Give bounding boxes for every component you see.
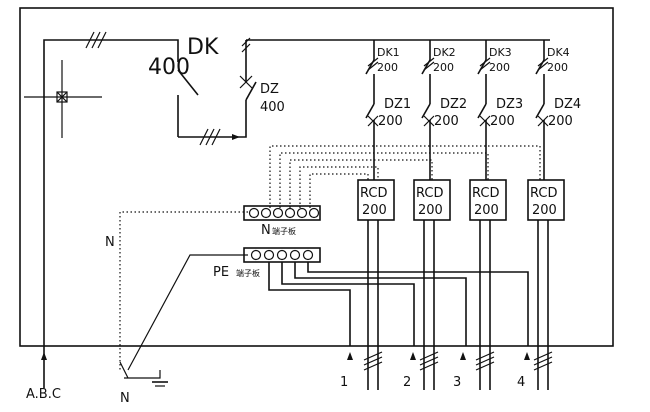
rcd-name: RCD: [530, 186, 557, 201]
branch-switch-name: DK4: [547, 46, 570, 59]
n-block-prefix: N: [261, 223, 271, 238]
branch-breaker-rating: 200: [490, 114, 515, 129]
rcd-name: RCD: [472, 186, 499, 201]
n-block-label: 端子板: [272, 226, 296, 236]
crosshair-mark: [24, 60, 102, 138]
branch-switch-name: DK1: [377, 46, 400, 59]
branch-switch-rating: 200: [489, 61, 510, 74]
rcd-rating: 200: [532, 203, 557, 218]
neutral-out-label: N: [120, 391, 130, 406]
branch-circuit-4: [524, 40, 565, 390]
branch-breaker-name: DZ4: [554, 97, 581, 112]
n-wire-label: N: [105, 235, 115, 250]
supply-label: A.B.C: [26, 387, 61, 402]
branch-switch-rating: 200: [377, 61, 398, 74]
incoming-breaker-dz: [239, 40, 257, 120]
incoming-breaker-rating: 400: [260, 100, 285, 115]
branch-switch-name: DK2: [433, 46, 456, 59]
output-label: 1: [340, 375, 348, 390]
branch-breaker-rating: 200: [378, 114, 403, 129]
branch-circuit-2: [410, 40, 451, 390]
supply-feed: [41, 31, 179, 388]
rcd-rating: 200: [362, 203, 387, 218]
branch-circuits: DK1200DZ1200RCD2001DK2200DZ2200RCD2002DK…: [340, 40, 581, 390]
rcd-box: [413, 179, 451, 221]
main-switch-rating: 400: [148, 55, 190, 80]
branch-breaker-blade: [365, 103, 375, 119]
branch-circuit-1: [347, 40, 395, 390]
branch-breaker-blade: [477, 103, 487, 119]
main-switch-dk: [177, 69, 199, 137]
neutral-dotted-wiring: [119, 145, 541, 370]
pe-wiring: [127, 254, 529, 371]
main-switch-name: DK: [187, 35, 219, 60]
branch-breaker-blade: [421, 103, 431, 119]
branch-breaker-rating: 200: [548, 114, 573, 129]
rcd-box: [469, 179, 507, 221]
rcd-box: [527, 179, 565, 221]
rcd-box: [357, 179, 395, 221]
branch-breaker-name: DZ3: [496, 97, 523, 112]
branch-breaker-name: DZ2: [440, 97, 467, 112]
branch-breaker-name: DZ1: [384, 97, 411, 112]
main-busbar: [241, 37, 550, 53]
n-terminal-block: [243, 205, 321, 221]
output-label: 3: [453, 375, 461, 390]
branch-circuit-3: [460, 40, 507, 390]
pe-block-label: 端子板: [236, 268, 260, 278]
branch-switch-rating: 200: [547, 61, 568, 74]
output-label: 2: [403, 375, 411, 390]
rcd-rating: 200: [474, 203, 499, 218]
pe-terminal-block: [243, 247, 321, 263]
incoming-breaker-name: DZ: [260, 82, 279, 97]
rcd-name: RCD: [416, 186, 443, 201]
pe-block-prefix: PE: [213, 265, 229, 280]
branch-breaker-blade: [535, 103, 545, 119]
dk-to-dz-link: [178, 120, 247, 146]
rcd-name: RCD: [360, 186, 387, 201]
output-label: 4: [517, 375, 525, 390]
rcd-rating: 200: [418, 203, 443, 218]
branch-switch-name: DK3: [489, 46, 512, 59]
branch-switch-rating: 200: [433, 61, 454, 74]
neutral-ground: [119, 361, 168, 387]
enclosure-frame: [19, 7, 614, 347]
branch-breaker-rating: 200: [434, 114, 459, 129]
